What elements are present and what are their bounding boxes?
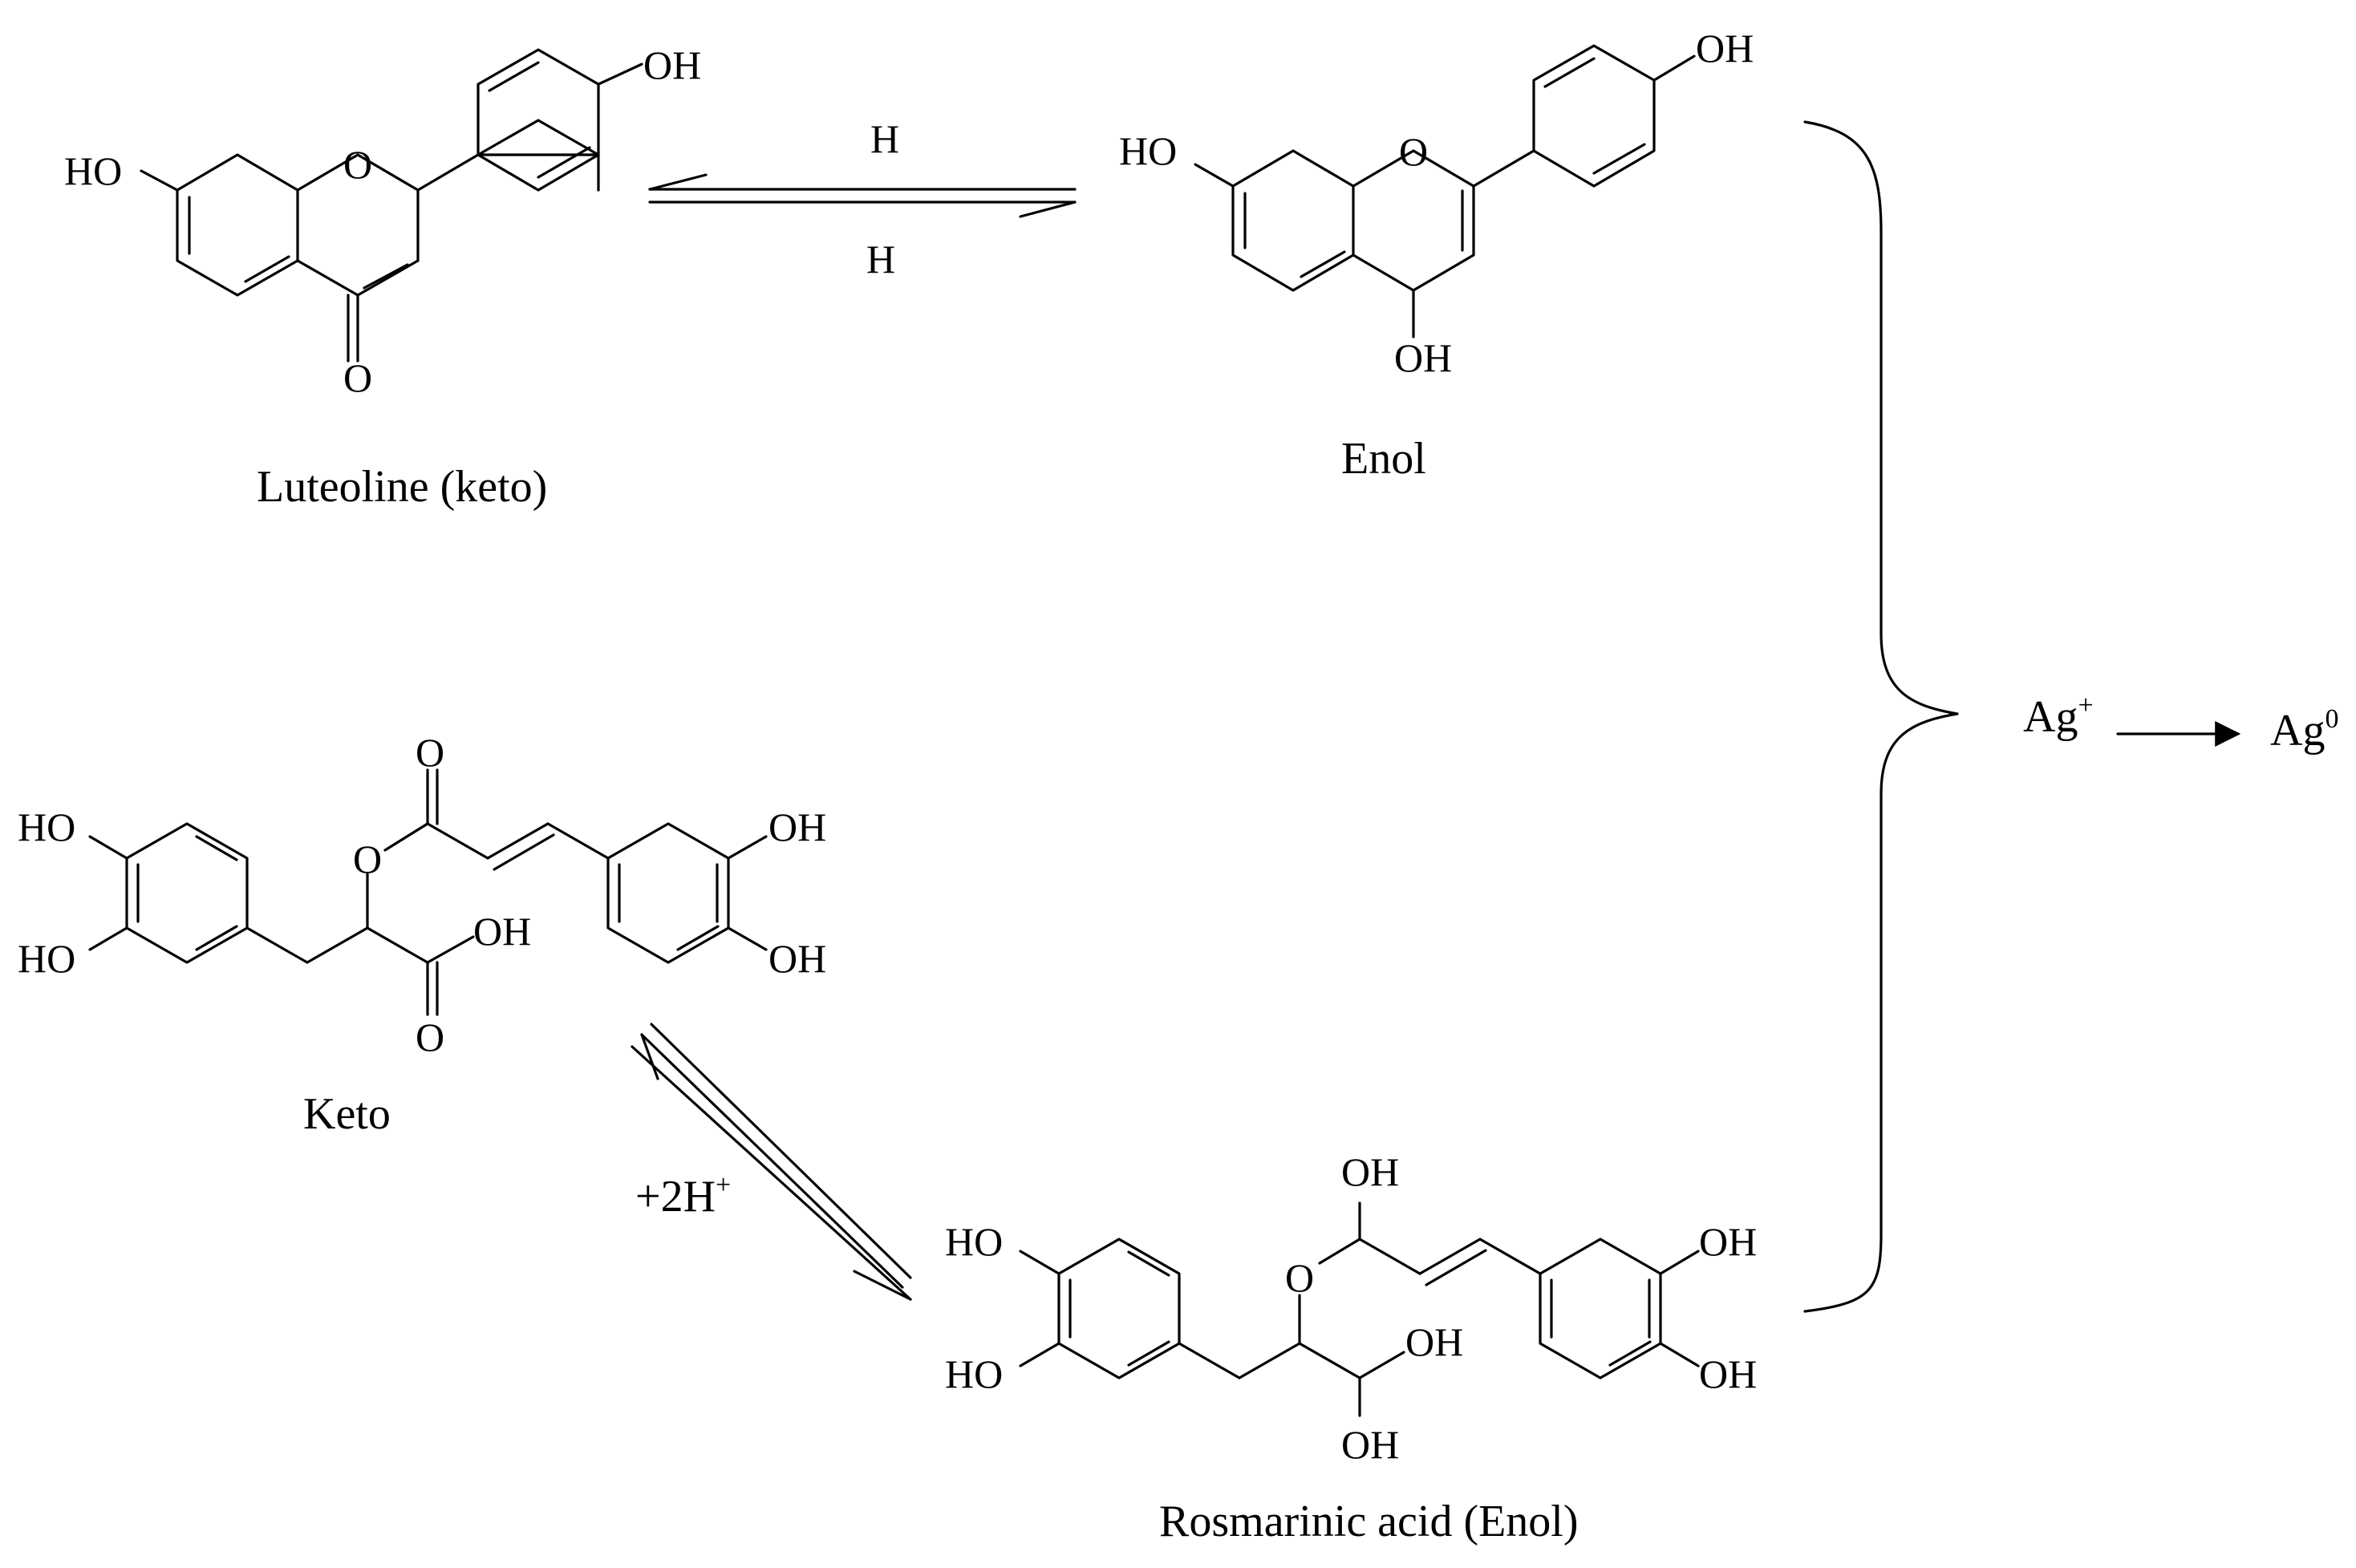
- atom-oh: OH: [1394, 335, 1452, 380]
- arrow-label-upper: H: [870, 116, 899, 161]
- caption-rosmarinic-enol: Rosmarinic acid (Enol): [1159, 1497, 1579, 1546]
- atom-oh: OH: [1341, 1422, 1399, 1467]
- atom-o-ester: O: [353, 837, 382, 881]
- diagonal-equilibrium-arrows: [631, 1023, 912, 1301]
- caption-luteoline-keto: Luteoline (keto): [257, 462, 547, 512]
- atom-o-acid: O: [416, 1015, 444, 1060]
- caption-keto: Keto: [303, 1089, 391, 1139]
- atom-oh: OH: [1405, 1319, 1463, 1364]
- enol-structure: [1194, 44, 1696, 338]
- caption-enol: Enol: [1341, 434, 1426, 484]
- atom-oh: OH: [1699, 1219, 1757, 1264]
- product-ag: Ag0: [2270, 704, 2338, 756]
- atom-o-carbonyl: O: [416, 730, 444, 775]
- atom-o-ring: O: [343, 142, 372, 187]
- rosmarinic-keto-structure: [88, 768, 768, 1016]
- atom-oh: OH: [768, 804, 826, 849]
- atom-o-ring: O: [1399, 129, 1428, 174]
- reactant-ag: Ag+: [2023, 691, 2094, 742]
- atom-ho: HO: [18, 804, 75, 849]
- atom-ho: HO: [945, 1219, 1003, 1264]
- atom-o-ether: O: [1285, 1255, 1314, 1300]
- atom-oh: OH: [768, 936, 826, 981]
- atom-ho: HO: [945, 1351, 1003, 1396]
- atom-oh: OH: [1341, 1149, 1399, 1194]
- atom-oh: OH: [643, 43, 701, 87]
- luteoline-keto-structure: [140, 48, 643, 363]
- atom-oh: OH: [1699, 1351, 1757, 1396]
- diagonal-arrow-label: +2H+: [635, 1170, 731, 1222]
- atom-ho: HO: [18, 936, 75, 981]
- atom-oh: OH: [473, 909, 531, 954]
- rosmarinic-enol-structure: [1019, 1201, 1700, 1417]
- top-equilibrium-arrows: [648, 173, 1077, 218]
- atom-oh: OH: [1696, 26, 1754, 71]
- curly-brace: [1803, 120, 1959, 1313]
- atom-ho: HO: [64, 148, 122, 193]
- atom-o-carbonyl: O: [343, 355, 372, 400]
- arrow-label-lower: H: [866, 237, 895, 282]
- atom-ho: HO: [1119, 128, 1177, 173]
